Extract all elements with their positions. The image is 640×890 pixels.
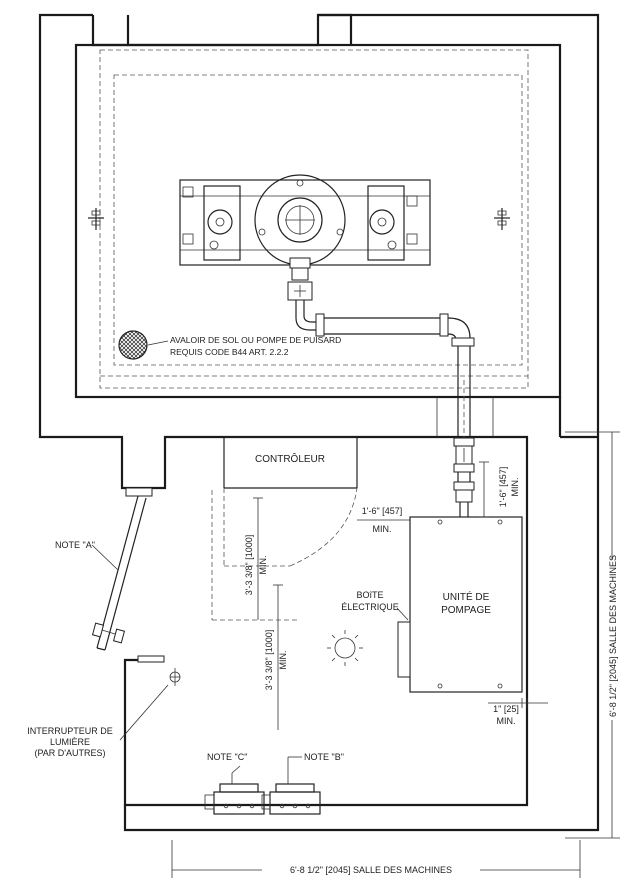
sump-label-line1: AVALOIR DE SOL OU POMPE DE PUISARD: [170, 335, 341, 345]
dim-front-clearance-value: 1'-6" [457]: [362, 506, 402, 516]
disconnect-switch-b: [261, 756, 321, 815]
hoistway-dashed-lines: [99, 49, 529, 389]
pump-unit-label-line2: POMPAGE: [441, 605, 491, 616]
controller-box: [223, 436, 358, 489]
hydraulic-piping: [287, 257, 475, 517]
electrical-box-label-line2: ÉLECTRIQUE: [341, 602, 399, 612]
guide-rail-left: [88, 208, 104, 230]
switch-label-line3: (PAR D'AUTRES): [34, 748, 105, 758]
electrical-box-label-line1: BOîTE: [356, 590, 383, 600]
controller-door-swing: [211, 487, 358, 621]
dim-door-clear-value: 3'-3 3/8" [1000]: [264, 630, 274, 690]
note-c-label: NOTE "C": [207, 752, 247, 762]
dim-room-depth: 6'-8 1/2" [2045] SALLE DES MACHINES: [608, 555, 618, 717]
door-frame-lower: [137, 655, 165, 663]
dim-side-clearance-value: 1" [25]: [493, 704, 519, 714]
note-b-label: NOTE "B": [304, 752, 344, 762]
controller-label: CONTRÔLEUR: [255, 452, 325, 465]
note-a-label: NOTE "A": [55, 540, 95, 550]
jack-platen-assembly: [179, 174, 431, 266]
dim-door-swing-min: MIN.: [258, 556, 268, 575]
sump-drain-icon: [118, 330, 169, 360]
pump-unit-label-line1: UNITÉ DE: [443, 590, 490, 603]
pipe-chase: [436, 397, 494, 437]
light-switch-icon: [119, 668, 181, 741]
sump-label-line2: REQUIS CODE B44 ART. 2.2.2: [170, 347, 289, 357]
dim-front-clearance-min: MIN.: [373, 524, 392, 534]
dim-room-width: 6'-8 1/2" [2045] SALLE DES MACHINES: [290, 865, 452, 875]
dim-door-swing-value: 3'-3 3/8" [1000]: [244, 535, 254, 595]
light-fixture-icon: [327, 630, 363, 666]
guide-rail-right: [494, 208, 510, 230]
disconnect-switch-c: [204, 765, 265, 815]
dim-width-label-bg: [262, 864, 480, 876]
dim-vertical-clearance-min: MIN.: [510, 478, 520, 497]
walls: [38, 13, 600, 832]
dim-side-clearance-min: MIN.: [497, 716, 516, 726]
dimension-lines: [171, 431, 620, 878]
dim-door-clear-min: MIN.: [278, 651, 288, 670]
dim-vertical-clearance-value: 1'-6" [457]: [498, 467, 508, 507]
pump-unit: [396, 516, 523, 693]
dim-depth-label-bg: [604, 560, 620, 720]
machine-room-door: [91, 487, 153, 651]
switch-label-line1: INTERRUPTEUR DE: [27, 726, 113, 736]
switch-label-line2: LUMIÈRE: [50, 737, 90, 747]
